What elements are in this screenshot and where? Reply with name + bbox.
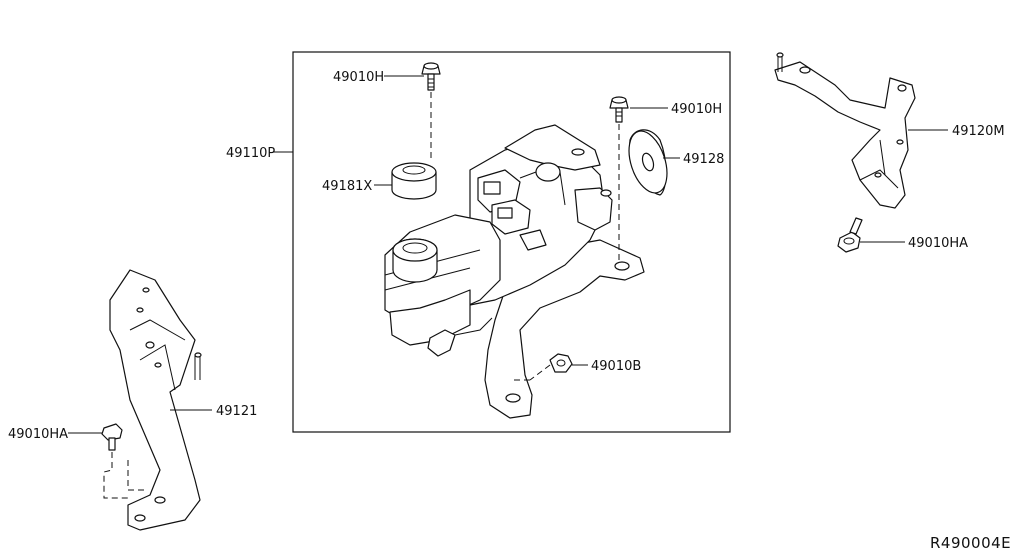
label-49010H-right: 49010H [671,102,722,117]
label-49010HA-left: 49010HA [8,427,68,442]
label-49181X: 49181X [322,179,372,194]
washer-49128 [628,129,668,196]
assembly-frame [292,51,731,433]
nut-guide [514,364,551,381]
nut-49010B [549,353,573,373]
label-49121: 49121 [216,404,257,419]
label-49120M: 49120M [952,124,1005,139]
bracket-49120M [774,52,916,209]
bolt-49010H-top [421,62,441,91]
bolt-left-guide [103,452,145,499]
reservoir-cap-49181X [391,162,437,200]
bolt-49010HA-right [837,217,863,253]
drawing-code: R490004E [930,534,1011,552]
label-49010H-top: 49010H [333,70,384,85]
label-49010B: 49010B [591,359,641,374]
bolt-49010H-right [609,96,629,123]
bracket-49121 [109,269,202,531]
label-49110P: 49110P [226,146,275,161]
label-49010HA-right: 49010HA [908,236,968,251]
bolt-49010HA-left [101,423,123,451]
label-49128: 49128 [683,152,724,167]
power-steering-pump-assembly [384,124,645,419]
